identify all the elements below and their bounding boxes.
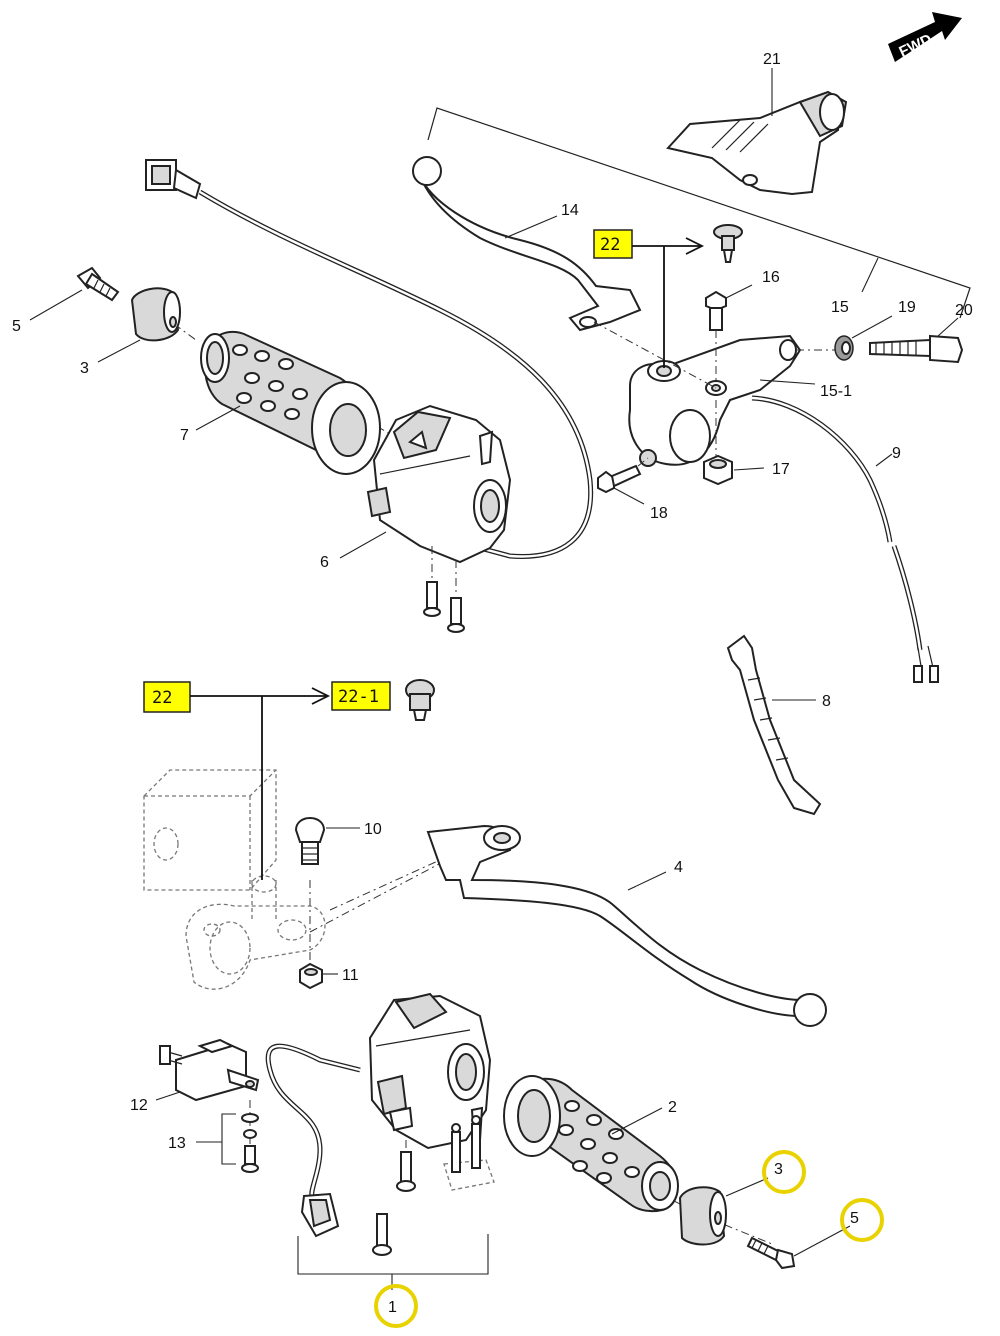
group-bracket-15: [427, 107, 971, 319]
callout-16: 16: [762, 269, 780, 286]
callout-7: 7: [180, 427, 189, 444]
part-18-bolt: [597, 464, 645, 505]
highlight-ring-1: [374, 1284, 418, 1328]
highlight-ring-3: [762, 1150, 806, 1194]
callout-10: 10: [364, 821, 382, 838]
callout-14: 14: [561, 202, 579, 219]
switch-screws-upper: [423, 546, 465, 633]
callout-13: 13: [168, 1135, 186, 1152]
part-22-1-screw: [405, 679, 435, 721]
part-9-clutch-switch-wire: [751, 395, 939, 683]
callout-4: 4: [674, 859, 683, 876]
part-5-screw-lower: [746, 1225, 851, 1270]
part-20-pivot-bolt: [869, 317, 964, 364]
callout-2: 2: [668, 1099, 677, 1116]
part-2-right-grip: [503, 1075, 679, 1212]
part-4-brake-lever: [426, 824, 827, 1027]
part-14-clutch-lever: [412, 156, 642, 332]
part-11-nut: [299, 962, 338, 990]
callout-1: 1: [388, 1299, 397, 1316]
part-12-brake-switch: [155, 1038, 260, 1102]
fwd-arrow-icon: FWD: [888, 12, 962, 62]
callout-11: 11: [342, 967, 359, 984]
part-3-bar-end-lower: [678, 1177, 769, 1246]
part-22-screw-upper: [713, 224, 743, 263]
callout-5-upper: 5: [12, 318, 21, 335]
part-16-bolt: [705, 284, 753, 331]
callout-box-22-upper: 22: [593, 229, 705, 368]
callout-12: 12: [130, 1097, 148, 1114]
callout-8: 8: [822, 693, 831, 710]
part-5-screw-upper: [29, 266, 120, 321]
callout-9: 9: [892, 445, 901, 462]
part-6-left-switch: [145, 159, 594, 564]
switch-screws-lower: [297, 1115, 495, 1290]
part-21-lever-cover: [666, 68, 848, 196]
part-19-nut: [834, 315, 893, 361]
callout-21: 21: [763, 51, 781, 68]
callout-box-22-lower: 22 22-1: [143, 681, 391, 880]
box-22-upper-label: 22: [600, 235, 620, 255]
callout-17: 17: [772, 461, 790, 478]
callout-15-1: 15-1: [820, 383, 852, 400]
callout-15: 15: [831, 299, 849, 316]
callout-5-lower: 5: [850, 1210, 859, 1227]
part-3-bar-end-upper: [97, 287, 181, 363]
callout-20: 20: [955, 302, 973, 319]
box-22-lower-label: 22: [152, 688, 172, 708]
callout-3-upper: 3: [80, 360, 89, 377]
highlight-rings: [374, 1150, 884, 1328]
part-1-right-switch: [265, 992, 492, 1238]
part-17-nut: [703, 454, 765, 486]
callout-19: 19: [898, 299, 916, 316]
part-8-cable-tie: [726, 634, 822, 816]
part-7-left-grip: [195, 330, 381, 475]
part-15-lever-bracket: [628, 334, 816, 467]
box-22-1-label: 22-1: [338, 687, 379, 707]
highlight-ring-5: [840, 1198, 884, 1242]
callout-3-lower: 3: [774, 1161, 783, 1178]
master-cylinder-ghost: [143, 769, 326, 990]
part-13-screw-set: [196, 1100, 259, 1173]
part-10-pivot-bolt: [294, 817, 360, 865]
callout-18: 18: [650, 505, 668, 522]
callout-6: 6: [320, 554, 329, 571]
